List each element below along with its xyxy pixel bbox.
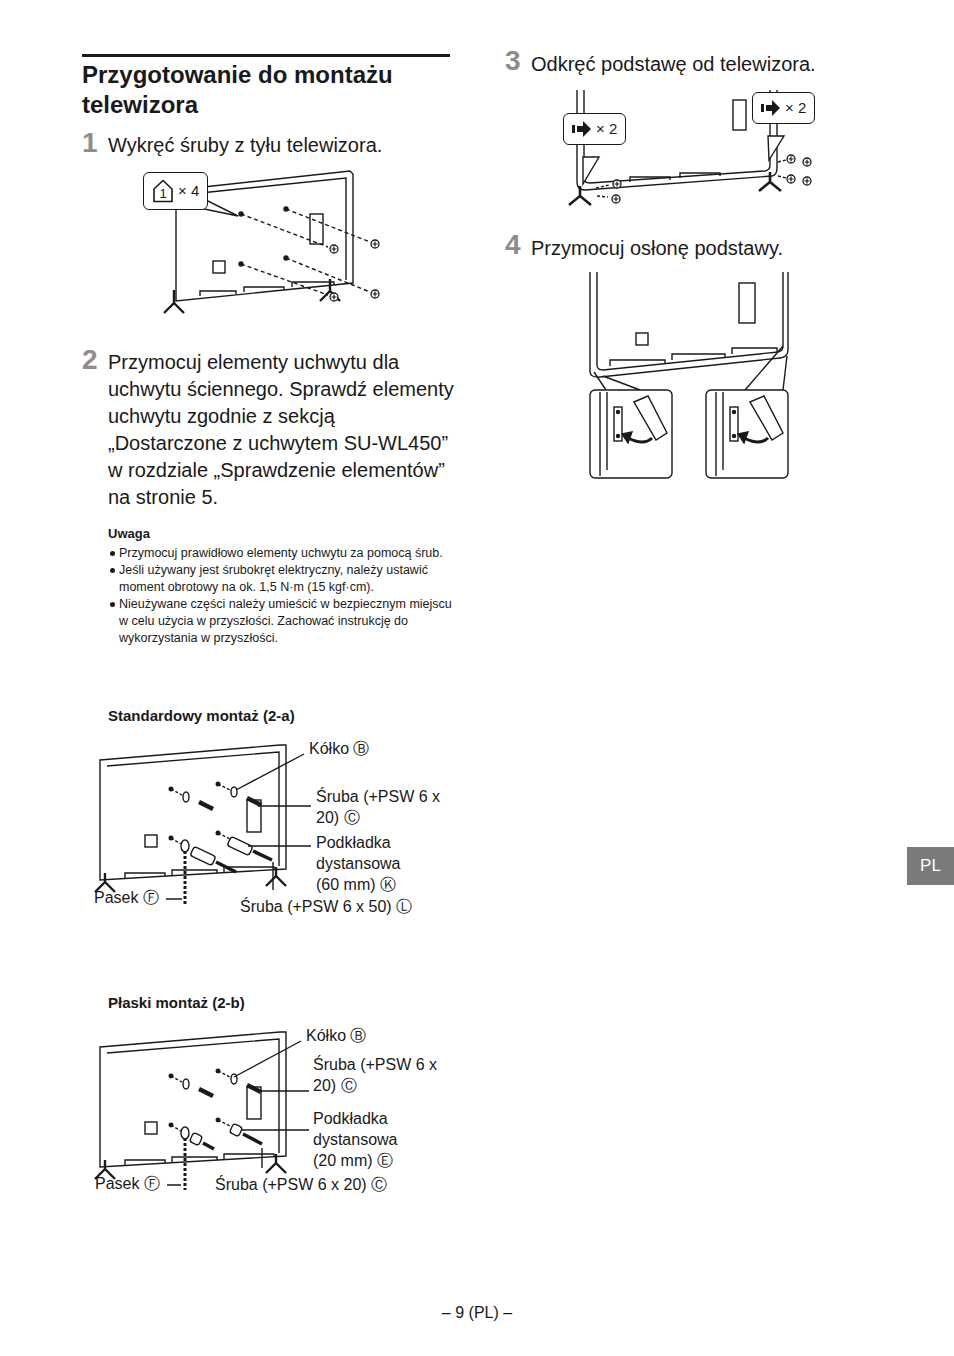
remove-screw-symbol (572, 120, 592, 138)
step-text: Wykręć śruby z tyłu telewizora. (108, 132, 453, 159)
stand-removal-illustration (569, 90, 811, 205)
note-heading: Uwaga (108, 525, 150, 542)
flat-mount-illustration (95, 1032, 309, 1190)
step-number: 1 (82, 128, 98, 158)
part-label: Podkładka dystansowa (20 mm) Ⓔ (313, 1108, 425, 1171)
note-item: Jeśli używany jest śrubokręt elektryczny… (108, 562, 453, 596)
step-text: Przymocuj osłonę podstawy. (531, 235, 871, 262)
part-label: Kółko Ⓑ (309, 738, 369, 759)
part-label: Podkładka dystansowa (60 mm) Ⓚ (316, 832, 428, 895)
title-rule (82, 54, 450, 57)
page-number: – 9 (PL) – (377, 1303, 577, 1323)
tv-back-screws-illustration (164, 171, 379, 313)
stand-cover-illustration (590, 272, 788, 478)
quantity-callout: 1 × 4 (143, 172, 208, 210)
page-title: Przygotowanie do montażu telewizora (82, 60, 462, 120)
part-label: Śruba (+PSW 6 x 20) Ⓒ (215, 1174, 387, 1195)
sub-heading: Standardowy montaż (2-a) (108, 706, 295, 725)
sub-heading: Płaski montaż (2-b) (108, 993, 245, 1012)
quantity: × 2 (596, 120, 617, 138)
step-number: 2 (82, 345, 98, 375)
quantity-callout: × 2 (752, 92, 815, 124)
step-text: Odkręć podstawę od telewizora. (531, 51, 871, 78)
part-label: Śruba (+PSW 6 x 20) Ⓒ (316, 786, 466, 828)
remove-screw-symbol (761, 99, 781, 117)
step-text: Przymocuj elementy uchwytu dla uchwytu ś… (108, 349, 458, 511)
part-label: Kółko Ⓑ (306, 1025, 366, 1046)
language-tab: PL (907, 847, 954, 885)
note-item: Przymocuj prawidłowo elementy uchwytu za… (108, 545, 453, 562)
part-number-icon: 1 (152, 179, 174, 203)
tab-text: PL (920, 856, 941, 876)
quantity-callout: × 2 (563, 113, 626, 145)
part-label: Śruba (+PSW 6 x 20) Ⓒ (313, 1054, 463, 1096)
part-label: Śruba (+PSW 6 x 50) Ⓛ (240, 896, 412, 917)
quantity: × 2 (785, 99, 806, 117)
note-item: Nieużywane części należy umieścić w bezp… (108, 596, 453, 647)
standard-mount-illustration (95, 745, 311, 905)
part-label: Pasek Ⓕ (94, 887, 159, 908)
step-number: 4 (505, 230, 521, 260)
quantity: × 4 (178, 182, 199, 200)
part-label: Pasek Ⓕ (95, 1173, 160, 1194)
part-number: 1 (152, 186, 174, 201)
step-number: 3 (505, 46, 521, 76)
